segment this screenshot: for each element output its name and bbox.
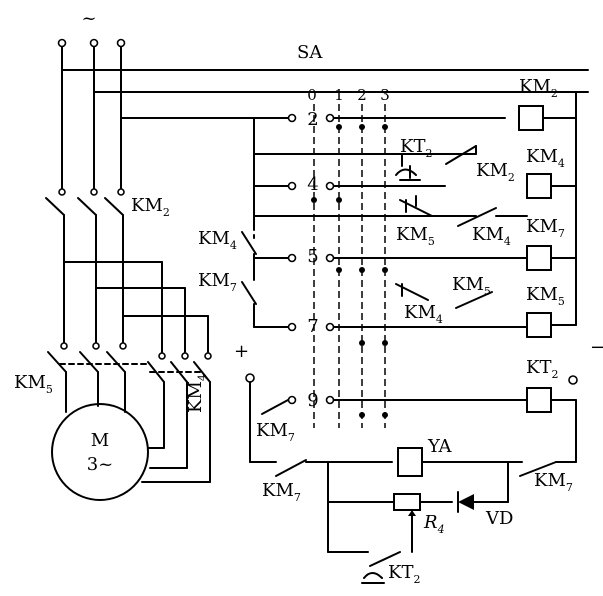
km2-aux-contact xyxy=(445,145,477,165)
sa-position-labels: 0 1 2 3 xyxy=(307,86,390,104)
sa-label: SA xyxy=(297,42,323,63)
km4-nc2-label: KM4 xyxy=(404,302,443,326)
km7-coil-label: KM7 xyxy=(526,216,565,240)
motor xyxy=(51,403,211,501)
svg-text:7: 7 xyxy=(307,316,318,337)
km7-aux-contact xyxy=(241,257,257,311)
km2-aux-label: KM2 xyxy=(476,160,515,184)
sa-contact-row-7 xyxy=(287,322,528,346)
km5-coil-label: KM5 xyxy=(526,284,565,308)
svg-text:0: 0 xyxy=(307,86,317,104)
kt2-timed-contact xyxy=(395,153,421,181)
km5-nc-label: KM5 xyxy=(396,224,435,248)
km4-nc-contact xyxy=(457,207,528,227)
km5-nc-contact xyxy=(399,195,433,217)
plus-terminal xyxy=(245,373,255,383)
km7-coil xyxy=(526,245,577,271)
ya-coil xyxy=(397,447,523,477)
km2-main-label: KM2 xyxy=(131,195,170,219)
supply-terminals xyxy=(57,38,126,48)
minus-terminal xyxy=(568,375,578,385)
kt2-timed-label: KT2 xyxy=(400,136,432,160)
km5-coil xyxy=(526,312,577,338)
power-symbol: ~ xyxy=(81,8,96,29)
sa-contact-row-5 xyxy=(287,253,528,273)
vd-diode xyxy=(457,461,509,513)
svg-text:1: 1 xyxy=(334,86,344,104)
km5-main-label: KM5 xyxy=(14,372,53,396)
sa-row-labels: 2 4 5 7 9 xyxy=(307,109,318,411)
km5-aux-contact xyxy=(455,291,493,309)
km4-main-label: KM4 xyxy=(185,374,209,413)
sa-position-lines xyxy=(313,104,386,428)
km4-aux-label: KM4 xyxy=(198,228,237,252)
motor-name: M xyxy=(91,430,109,451)
svg-text:2: 2 xyxy=(357,86,367,104)
sa-contact-row-9 xyxy=(287,395,528,418)
km4-coil xyxy=(526,173,577,199)
km4-nc-label: KM4 xyxy=(472,224,511,248)
svg-text:4: 4 xyxy=(307,174,318,195)
ya-label: YA xyxy=(427,436,452,457)
vd-label: VD xyxy=(485,508,513,529)
left-control-bus xyxy=(253,117,477,328)
dc-left-wiring xyxy=(249,381,289,463)
km7-brake-contact xyxy=(275,459,393,477)
km5-main-contacts xyxy=(47,342,149,413)
km4-nc-contact-2 xyxy=(395,283,429,301)
r4-rheostat xyxy=(327,461,453,553)
km2-main-contacts xyxy=(45,188,125,343)
kt2-coil-label: KT2 xyxy=(526,357,558,381)
svg-text:9: 9 xyxy=(307,390,318,411)
km4-coil-label: KM4 xyxy=(526,146,565,170)
km2-coil xyxy=(518,105,577,131)
km7-row9-label: KM7 xyxy=(256,420,295,444)
plus-terminal-label: + xyxy=(234,341,249,362)
kt2-bottom-label: KT2 xyxy=(388,562,420,586)
sa-contact-row-2 xyxy=(287,113,506,130)
km7-brake-label: KM7 xyxy=(262,480,301,504)
km7-brake-right-label: KM7 xyxy=(534,470,573,494)
km4-main-contacts xyxy=(147,352,212,483)
phase-lines xyxy=(61,46,589,189)
motor-phase: 3~ xyxy=(87,454,114,475)
svg-text:2: 2 xyxy=(307,109,318,130)
km2-coil-label: KM2 xyxy=(519,76,558,100)
kt2-bottom-contact xyxy=(327,529,413,584)
svg-text:3: 3 xyxy=(380,86,390,104)
sa-contact-row-4 xyxy=(287,181,446,203)
cross-wiring xyxy=(63,261,209,353)
km7-brake-contact-right xyxy=(519,461,577,477)
km7-aux-label: KM7 xyxy=(198,270,237,294)
minus-terminal-label: − xyxy=(590,337,603,358)
svg-text:5: 5 xyxy=(307,246,318,267)
km5-aux-label: KM5 xyxy=(452,274,491,298)
kt2-coil xyxy=(526,387,577,413)
r4-label: R4 xyxy=(423,512,445,536)
